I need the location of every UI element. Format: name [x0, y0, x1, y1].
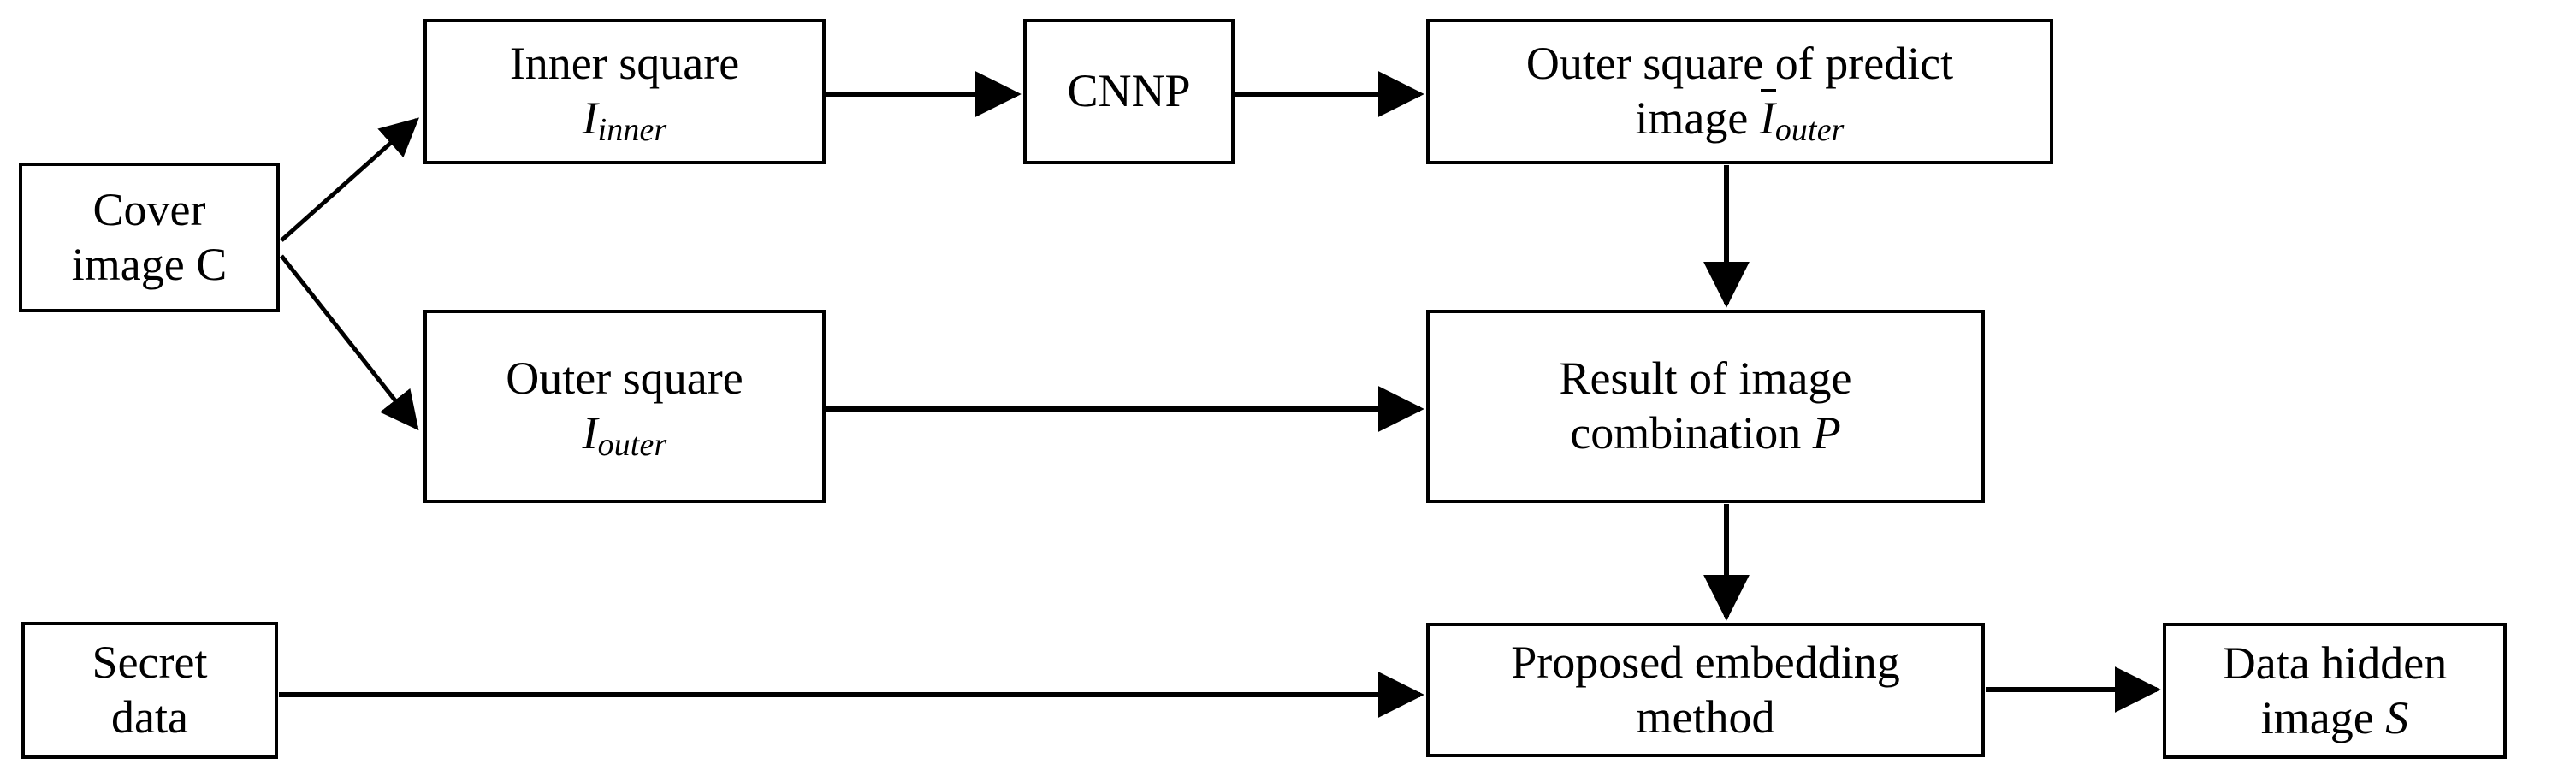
node-secret-data-line1: Secret	[92, 637, 208, 689]
node-secret-data-line2: data	[111, 691, 188, 743]
node-proposed-embedding-line2: method	[1636, 690, 1775, 743]
subscript-outer: outer	[1774, 112, 1845, 149]
node-inner-square-line2: Iinner	[435, 92, 814, 149]
symbol-s: S	[2385, 691, 2409, 743]
node-outer-square-line1: Outer square	[506, 352, 743, 405]
node-cover-image-text: Cover image C	[31, 183, 268, 292]
node-inner-square-text: Inner square Iinner	[435, 37, 814, 149]
node-data-hidden-image-text: Data hidden image S	[2175, 637, 2495, 745]
node-result-combination-line2-prefix: combination	[1570, 407, 1813, 459]
symbol-i: I	[582, 92, 598, 144]
node-cnnp-text: CNNP	[1035, 64, 1223, 119]
node-outer-square-predict-line2: image Iouter	[1438, 88, 2041, 149]
node-result-combination-line1: Result of image	[1559, 352, 1852, 405]
edge-cover-to-inner	[280, 117, 419, 242]
node-cnnp[interactable]: CNNP	[1023, 19, 1235, 164]
node-data-hidden-image-line2: image S	[2175, 691, 2495, 746]
symbol-i: I	[582, 407, 598, 459]
node-outer-square-predict-line2-prefix: image	[1635, 92, 1760, 144]
node-outer-square-predict-line1: Outer square of predict	[1525, 38, 1954, 90]
symbol-p: P	[1812, 407, 1841, 459]
node-data-hidden-image-line2-prefix: image	[2260, 691, 2386, 743]
node-cover-image-line1: Cover	[92, 183, 206, 235]
node-result-combination-line2: combination P	[1438, 406, 1973, 461]
node-outer-square-text: Outer square Iouter	[435, 352, 814, 464]
symbol-i-bar: I	[1760, 88, 1777, 146]
subscript-inner: inner	[597, 112, 667, 149]
node-proposed-embedding[interactable]: Proposed embedding method	[1426, 623, 1985, 757]
node-result-combination[interactable]: Result of image combination P	[1426, 310, 1985, 503]
node-outer-square-predict[interactable]: Outer square of predict image Iouter	[1426, 19, 2053, 164]
node-inner-square[interactable]: Inner square Iinner	[423, 19, 826, 164]
node-secret-data-text: Secret data	[33, 636, 266, 744]
node-proposed-embedding-text: Proposed embedding method	[1438, 636, 1973, 744]
node-cnnp-label: CNNP	[1067, 65, 1191, 117]
node-outer-square[interactable]: Outer square Iouter	[423, 310, 826, 503]
node-data-hidden-image[interactable]: Data hidden image S	[2163, 623, 2507, 759]
node-cover-image-line2: image C	[71, 238, 228, 290]
node-result-combination-text: Result of image combination P	[1438, 352, 1973, 460]
subscript-outer: outer	[597, 427, 667, 464]
node-outer-square-line2: Iouter	[435, 406, 814, 464]
node-outer-square-predict-text: Outer square of predict image Iouter	[1438, 37, 2041, 149]
node-proposed-embedding-line1: Proposed embedding	[1511, 636, 1900, 688]
node-inner-square-line1: Inner square	[509, 38, 740, 90]
edge-cover-to-outer	[280, 254, 419, 431]
node-cover-image[interactable]: Cover image C	[19, 163, 280, 312]
node-secret-data[interactable]: Secret data	[21, 622, 278, 759]
node-data-hidden-image-line1: Data hidden	[2222, 637, 2448, 689]
